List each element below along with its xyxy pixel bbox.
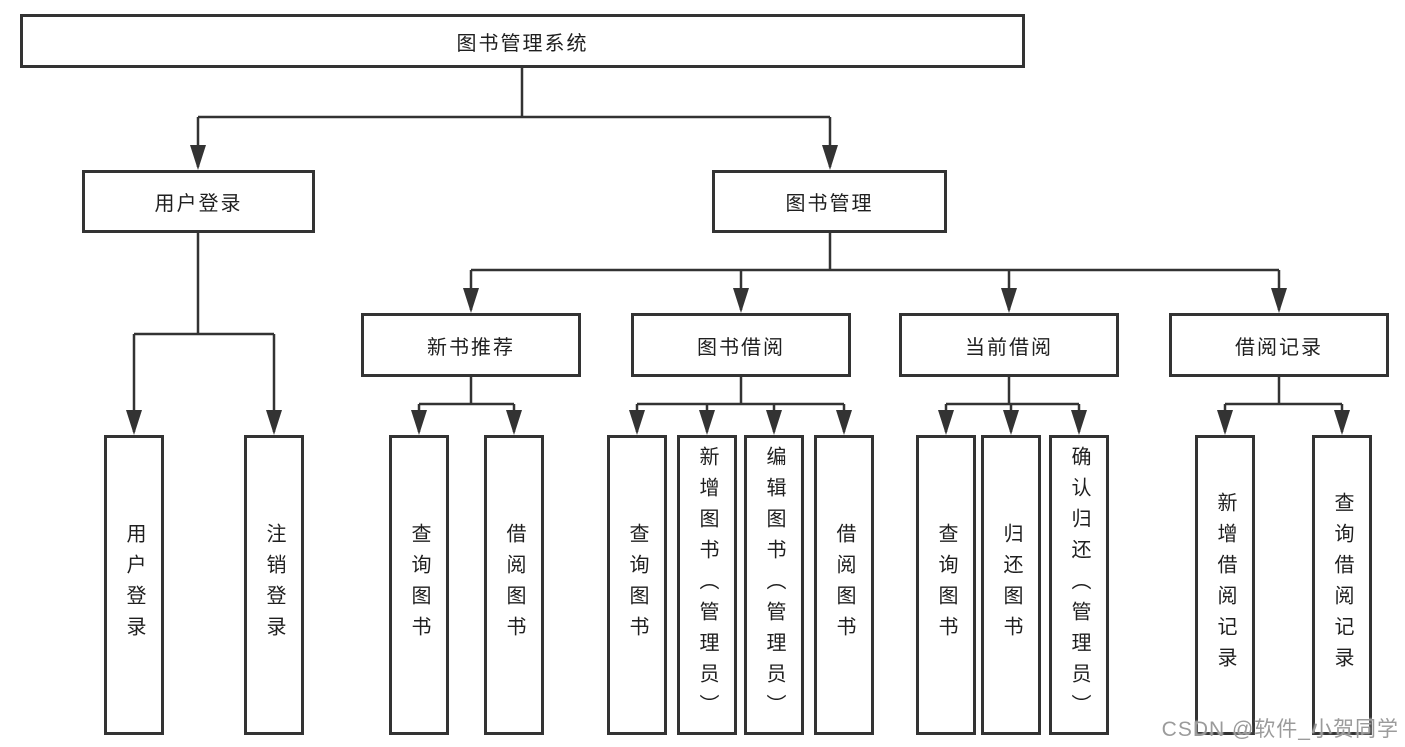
leaf-query-books-borrowing: 查询图书: [607, 435, 667, 735]
leaf-query-books-recommend: 查询图书: [389, 435, 449, 735]
node-label: 当前借阅: [965, 336, 1053, 359]
node-label: 用户登录: [154, 193, 243, 215]
leaf-add-borrow-record: 新增借阅记录: [1195, 435, 1255, 735]
leaf-label: 查询图书: [408, 523, 430, 647]
node-current-borrowing: 当前借阅: [899, 313, 1119, 377]
leaf-query-books-current: 查询图书: [916, 435, 976, 735]
leaf-label: 确认归还（管理员）: [1068, 445, 1090, 725]
leaf-label: 借阅图书: [833, 523, 855, 647]
leaf-query-borrow-record: 查询借阅记录: [1312, 435, 1372, 735]
node-user-login: 用户登录: [82, 170, 315, 233]
leaf-return-books: 归还图书: [981, 435, 1041, 735]
node-label: 借阅记录: [1235, 336, 1323, 359]
node-book-management: 图书管理: [712, 170, 947, 233]
leaf-user-login: 用户登录: [104, 435, 164, 735]
node-label: 图书管理: [785, 193, 874, 215]
node-label: 图书管理系统: [456, 32, 589, 55]
leaf-label: 用户登录: [123, 523, 145, 647]
leaf-borrow-books: 借阅图书: [814, 435, 874, 735]
leaf-label: 查询借阅记录: [1331, 492, 1353, 678]
arrowheads: [126, 145, 1350, 435]
node-book-borrowing: 图书借阅: [631, 313, 851, 377]
leaf-logout: 注销登录: [244, 435, 304, 735]
leaf-confirm-return-admin: 确认归还（管理员）: [1049, 435, 1109, 735]
leaf-add-books-admin: 新增图书（管理员）: [677, 435, 737, 735]
leaf-label: 新增图书（管理员）: [696, 445, 718, 725]
leaf-label: 归还图书: [1000, 523, 1022, 647]
csdn-watermark: CSDN @软件_小贺同学: [1161, 718, 1399, 741]
node-new-book-recommendation: 新书推荐: [361, 313, 581, 377]
node-label: 图书借阅: [697, 336, 785, 359]
leaf-edit-books-admin: 编辑图书（管理员）: [744, 435, 804, 735]
leaf-label: 新增借阅记录: [1214, 492, 1236, 678]
node-library-management-system: 图书管理系统: [20, 14, 1025, 68]
leaf-label: 查询图书: [626, 523, 648, 647]
leaf-label: 注销登录: [263, 523, 285, 647]
leaf-borrow-books-recommend: 借阅图书: [484, 435, 544, 735]
leaf-label: 编辑图书（管理员）: [763, 445, 785, 725]
leaf-label: 查询图书: [935, 523, 957, 647]
node-borrowing-records: 借阅记录: [1169, 313, 1389, 377]
connector-segments: [132, 68, 1344, 432]
leaf-label: 借阅图书: [503, 523, 525, 647]
node-label: 新书推荐: [427, 336, 515, 359]
